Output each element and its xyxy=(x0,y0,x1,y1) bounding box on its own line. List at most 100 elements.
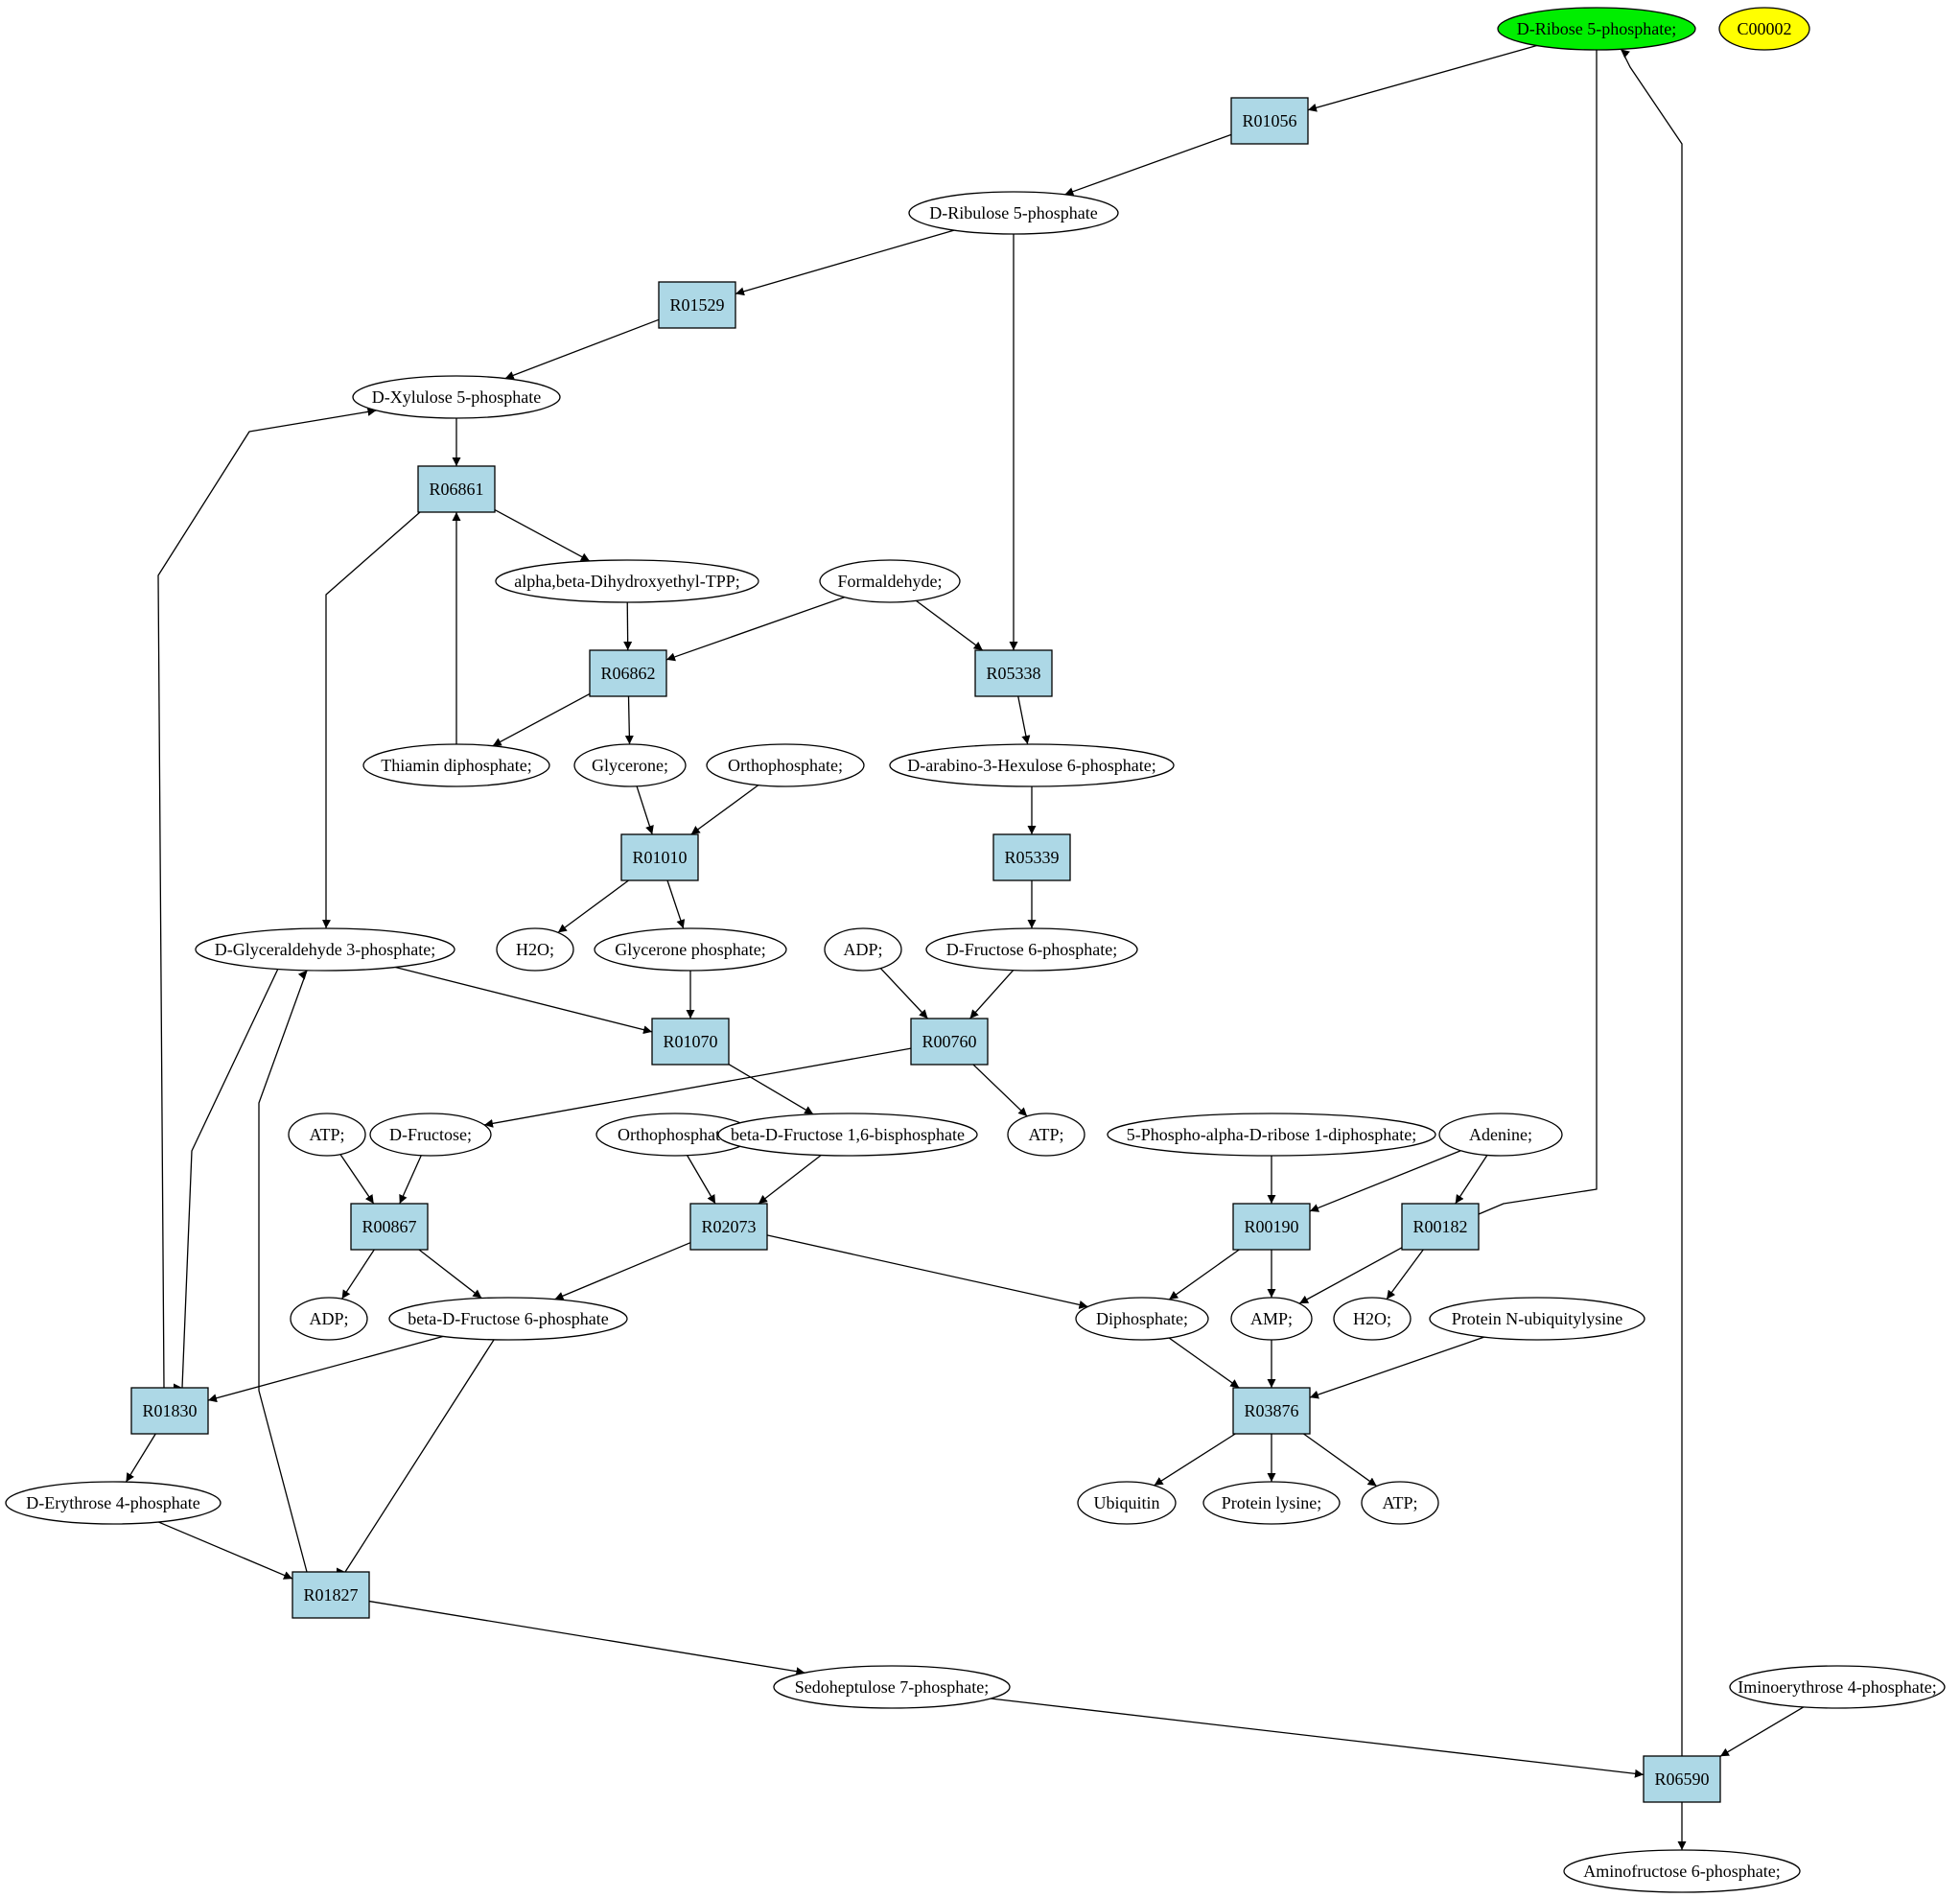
compound-node-amp[interactable]: AMP; xyxy=(1230,1297,1313,1341)
compound-node-xylulose5p[interactable]: D-Xylulose 5-phosphate xyxy=(352,375,561,419)
edge-R03876-to-ubiquitin xyxy=(1154,1433,1236,1487)
compound-node-fbp[interactable]: beta-D-Fructose 1,6-bisphosphate xyxy=(717,1113,978,1157)
compound-node-ortho1[interactable]: Orthophosphate; xyxy=(706,743,865,787)
compound-shape xyxy=(388,1297,628,1341)
compound-node-sedo7p[interactable]: Sedoheptulose 7-phosphate; xyxy=(773,1665,1011,1709)
edge-bf6p-to-R01830 xyxy=(207,1335,444,1403)
edge-R01056-to-ribulose5p xyxy=(1064,133,1232,197)
compound-node-thiamin[interactable]: Thiamin diphosphate; xyxy=(362,743,550,787)
compound-label: D-arabino-3-Hexulose 6-phosphate; xyxy=(907,756,1155,775)
compound-label: ATP; xyxy=(1382,1493,1417,1512)
compound-shape xyxy=(706,743,865,787)
reaction-box xyxy=(589,649,667,697)
edge-R01827-to-sedo7p xyxy=(368,1600,805,1676)
compound-label: AMP; xyxy=(1250,1309,1293,1328)
edge-R06590-to-ribose5p xyxy=(1620,48,1683,1756)
compound-shape xyxy=(594,927,787,972)
edge-R01830-to-erythrose4p xyxy=(125,1433,156,1483)
reaction-node-r01830[interactable]: R01830 xyxy=(130,1387,209,1435)
compound-node-c00002[interactable]: C00002 xyxy=(1718,7,1810,51)
edge-atp1-to-R00867 xyxy=(339,1154,375,1205)
compound-node-atp2[interactable]: ATP; xyxy=(1007,1113,1085,1157)
reaction-node-r03876[interactable]: R03876 xyxy=(1232,1387,1311,1435)
compound-node-adp1[interactable]: ADP; xyxy=(824,927,902,972)
compound-shape xyxy=(1077,1481,1177,1525)
compound-node-ribulose5p[interactable]: D-Ribulose 5-phosphate xyxy=(908,191,1119,235)
reaction-label: R01830 xyxy=(142,1401,197,1420)
reaction-label: R00760 xyxy=(922,1032,976,1051)
reaction-box xyxy=(1401,1203,1480,1251)
compound-node-diphosphate[interactable]: Diphosphate; xyxy=(1075,1297,1209,1341)
compound-node-iminoery4p[interactable]: Iminoerythrose 4-phosphate; xyxy=(1729,1665,1946,1709)
compound-node-glyceronep[interactable]: Glycerone phosphate; xyxy=(594,927,787,972)
reaction-node-r01070[interactable]: R01070 xyxy=(651,1018,730,1066)
compound-node-glycerone[interactable]: Glycerone; xyxy=(573,743,687,787)
compound-shape xyxy=(1202,1481,1341,1525)
compound-shape xyxy=(1333,1297,1412,1341)
compound-node-dfructose[interactable]: D-Fructose; xyxy=(369,1113,492,1157)
edge-R06862-to-thiamin xyxy=(492,692,591,747)
compound-shape xyxy=(1563,1849,1801,1893)
compound-label: Ubiquitin xyxy=(1093,1493,1159,1512)
compound-node-formaldehyde[interactable]: Formaldehyde; xyxy=(819,559,961,603)
reaction-box xyxy=(1230,97,1309,145)
edge-dihydroxyethyltpp-to-R06862 xyxy=(623,601,633,651)
reaction-box xyxy=(350,1203,429,1251)
compound-node-atp1[interactable]: ATP; xyxy=(288,1113,366,1157)
compound-node-adenine[interactable]: Adenine; xyxy=(1438,1113,1563,1157)
edge-R01010-to-h2o1 xyxy=(557,879,629,933)
compound-node-ubiquitin[interactable]: Ubiquitin xyxy=(1077,1481,1177,1525)
edge-R01830-to-xylulose5p xyxy=(157,407,377,1389)
reaction-node-r00190[interactable]: R00190 xyxy=(1232,1203,1311,1251)
edge-adp1-to-R00760 xyxy=(879,968,928,1019)
compound-label: ATP; xyxy=(309,1125,344,1144)
compound-node-ortho2[interactable]: Orthophosphate; xyxy=(595,1113,755,1157)
compound-node-protubiq[interactable]: Protein N-ubiquitylysine xyxy=(1429,1297,1645,1341)
compound-shape xyxy=(495,559,759,603)
compound-node-gap[interactable]: D-Glyceraldehyde 3-phosphate; xyxy=(195,927,455,972)
compound-node-erythrose4p[interactable]: D-Erythrose 4-phosphate xyxy=(5,1481,222,1525)
reaction-node-r01010[interactable]: R01010 xyxy=(620,833,699,881)
reaction-node-r00867[interactable]: R00867 xyxy=(350,1203,429,1251)
compound-node-hexulose6p[interactable]: D-arabino-3-Hexulose 6-phosphate; xyxy=(889,743,1175,787)
reaction-node-r00182[interactable]: R00182 xyxy=(1401,1203,1480,1251)
compound-label: Glycerone; xyxy=(592,756,668,775)
reaction-label: R01529 xyxy=(669,295,724,315)
edge-diphosphate-to-R03876 xyxy=(1168,1337,1240,1389)
reaction-node-r02073[interactable]: R02073 xyxy=(689,1203,768,1251)
edge-formaldehyde-to-R06862 xyxy=(665,597,845,662)
compound-node-h2o1[interactable]: H2O; xyxy=(496,927,574,972)
compound-node-dihydroxyethyltpp[interactable]: alpha,beta-Dihydroxyethyl-TPP; xyxy=(495,559,759,603)
compound-node-ribose5p[interactable]: D-Ribose 5-phosphate; xyxy=(1497,7,1696,51)
reaction-node-r06861[interactable]: R06861 xyxy=(417,465,496,513)
compound-shape xyxy=(362,743,550,787)
compound-node-fructose6p[interactable]: D-Fructose 6-phosphate; xyxy=(925,927,1138,972)
reaction-node-r01827[interactable]: R01827 xyxy=(292,1571,370,1619)
edge-R00182-to-amp xyxy=(1298,1247,1403,1304)
compound-node-adp2[interactable]: ADP; xyxy=(290,1297,368,1341)
reaction-node-r05338[interactable]: R05338 xyxy=(974,649,1053,697)
compound-node-prpp[interactable]: 5-Phospho-alpha-D-ribose 1-diphosphate; xyxy=(1107,1113,1436,1157)
compound-shape xyxy=(1075,1297,1209,1341)
compound-node-h2o2[interactable]: H2O; xyxy=(1333,1297,1412,1341)
reaction-node-r01529[interactable]: R01529 xyxy=(658,281,736,329)
reaction-node-r00760[interactable]: R00760 xyxy=(910,1018,989,1066)
reaction-node-r06862[interactable]: R06862 xyxy=(589,649,667,697)
compound-label: Aminofructose 6-phosphate; xyxy=(1583,1862,1780,1881)
edge-bf6p-to-R01827 xyxy=(344,1339,495,1573)
reaction-node-r05339[interactable]: R05339 xyxy=(992,833,1071,881)
compound-node-bf6p[interactable]: beta-D-Fructose 6-phosphate xyxy=(388,1297,628,1341)
compound-label: Orthophosphate; xyxy=(728,756,843,775)
edge-R03876-to-atp3 xyxy=(1303,1433,1378,1488)
edge-glycerone-to-R01010 xyxy=(636,785,654,835)
edge-sedo7p-to-R06590 xyxy=(990,1698,1645,1778)
reaction-node-r01056[interactable]: R01056 xyxy=(1230,97,1309,145)
compound-shape xyxy=(1361,1481,1439,1525)
reaction-node-r06590[interactable]: R06590 xyxy=(1643,1755,1721,1803)
reaction-label: R01056 xyxy=(1242,111,1296,130)
compound-node-aminofru6p[interactable]: Aminofructose 6-phosphate; xyxy=(1563,1849,1801,1893)
compound-node-atp3[interactable]: ATP; xyxy=(1361,1481,1439,1525)
edge-R00760-to-dfructose xyxy=(483,1047,912,1128)
compound-node-protlys[interactable]: Protein lysine; xyxy=(1202,1481,1341,1525)
